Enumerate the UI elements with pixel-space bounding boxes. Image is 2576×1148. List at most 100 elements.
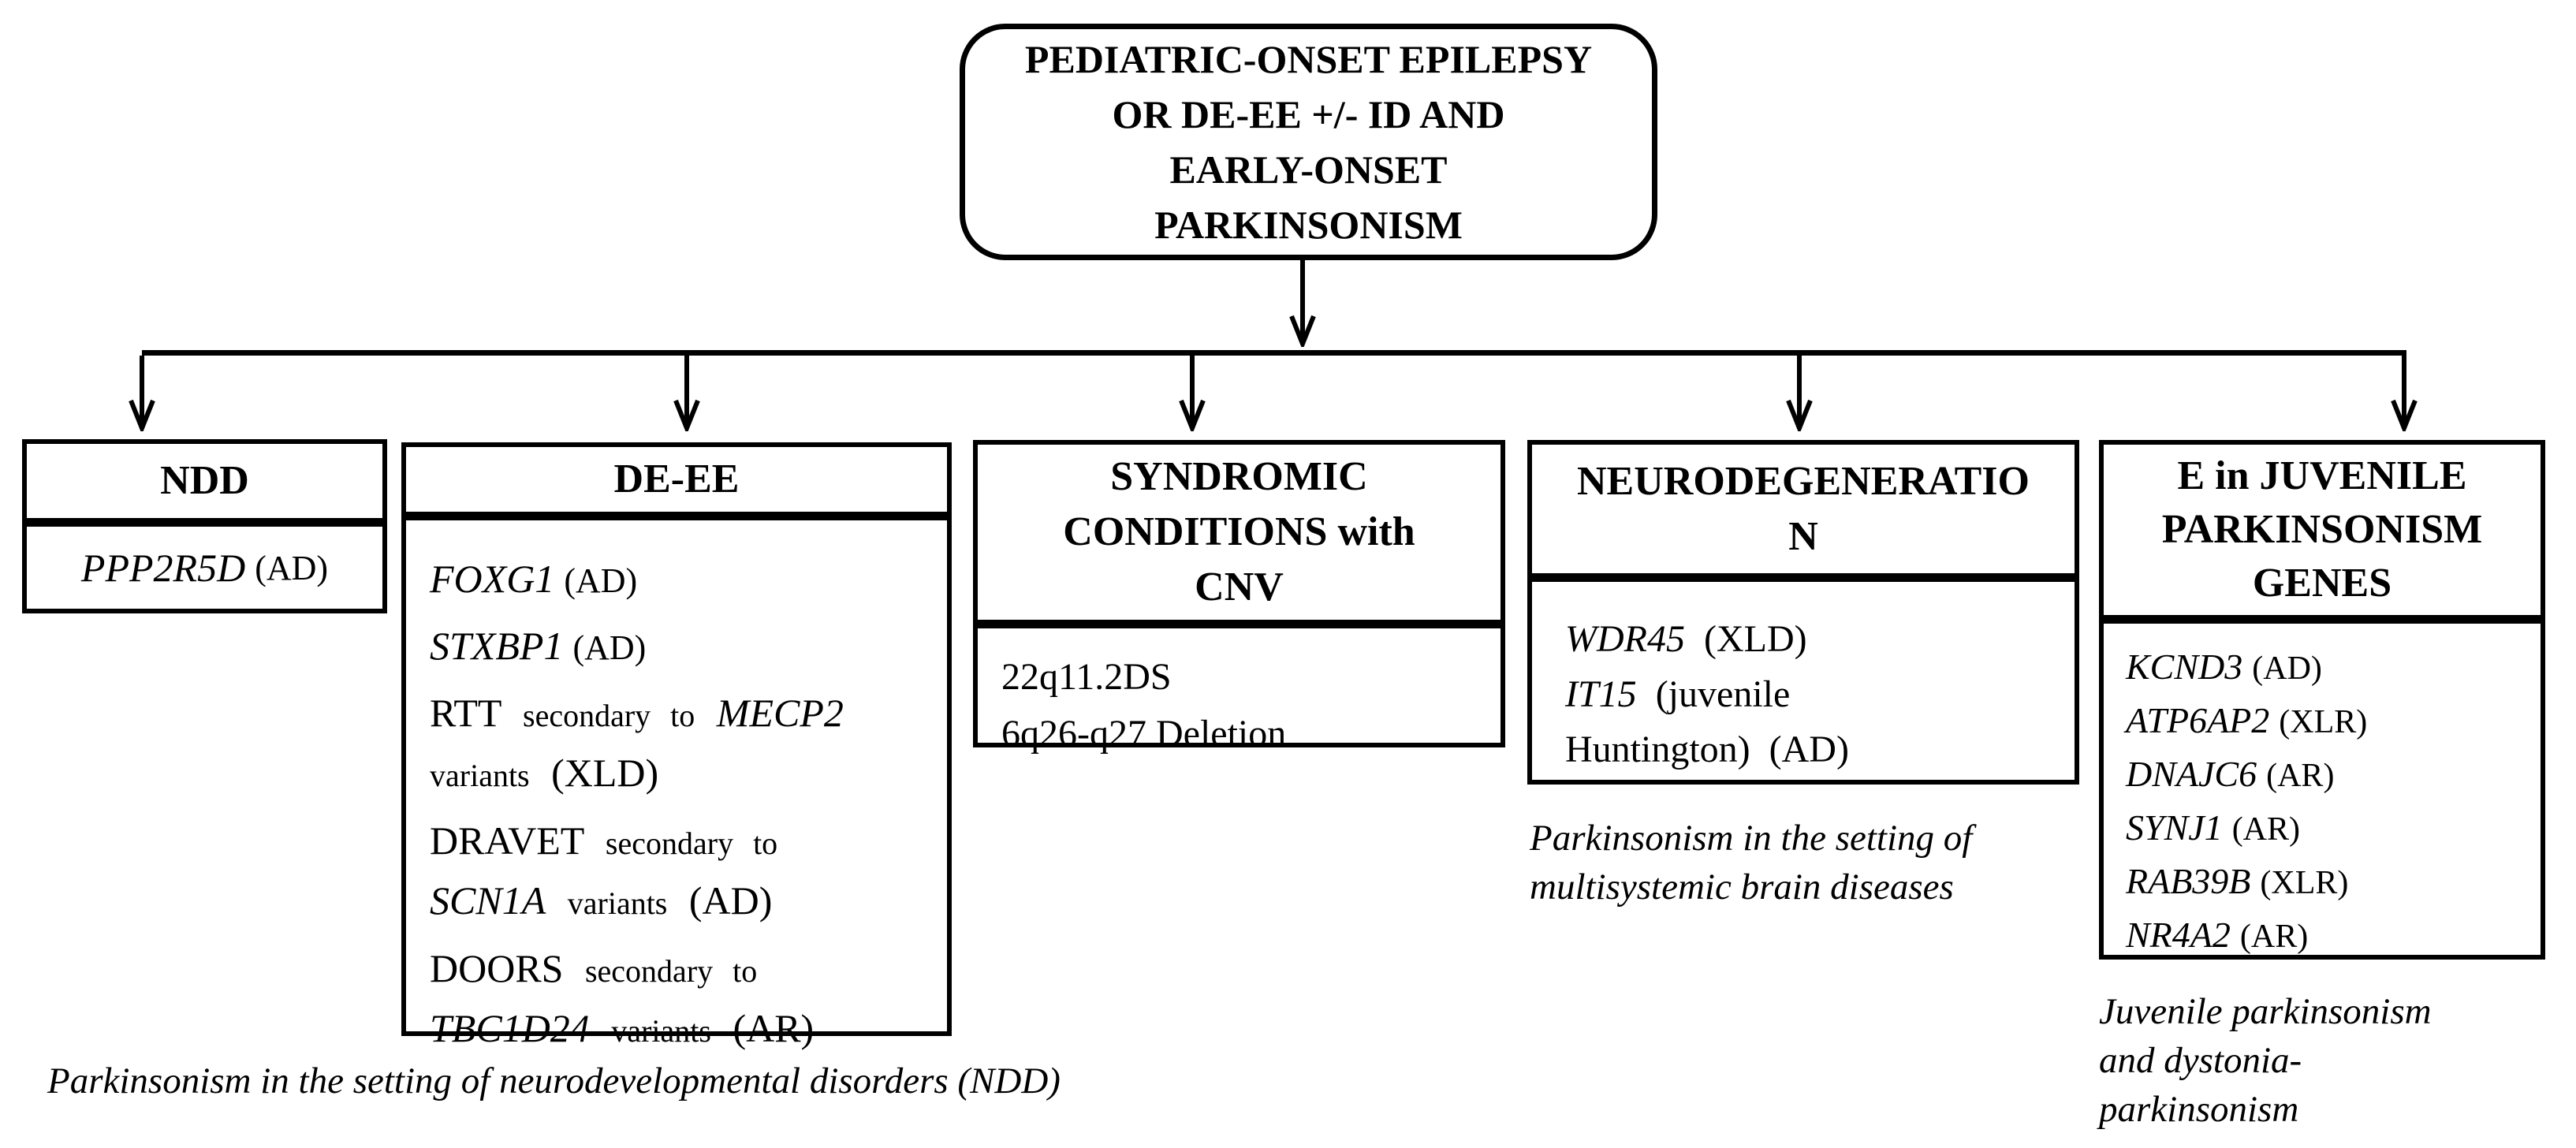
- gene-name: KCND3: [2126, 647, 2243, 687]
- gene-name: TBC1D24: [430, 1006, 590, 1050]
- inheritance-mode: (XLD): [551, 751, 659, 795]
- entry-text: variants: [567, 885, 668, 921]
- caption-line: multisystemic brain diseases: [1530, 867, 1954, 908]
- syndrome-entry: RTT secondary to MECP2 variants (XLD): [430, 684, 939, 804]
- node-juvenile-parkinsonism: E in JUVENILE PARKINSONISM GENES KCND3(A…: [2099, 440, 2545, 960]
- arrow-head-icon: [1786, 399, 1813, 431]
- node-syndromic-cnv: SYNDROMIC CONDITIONS with CNV 22q11.2DS …: [973, 440, 1505, 755]
- node-header-line: CNV: [1195, 565, 1284, 609]
- node-header-label: NDD: [160, 458, 249, 503]
- inheritance-mode: (AR): [733, 1006, 815, 1050]
- entry-text: secondary to: [523, 698, 695, 733]
- inheritance-mode: (AD): [572, 628, 647, 667]
- branch-arrow-stem: [1190, 356, 1195, 429]
- caption-juvenile-parkinsonism: Juvenile parkinsonism and dystonia- park…: [2099, 987, 2576, 1134]
- inheritance-mode: (AD): [564, 561, 638, 600]
- syndrome-name: DOORS: [430, 946, 564, 990]
- caption-line: Juvenile parkinsonism: [2099, 991, 2432, 1032]
- connector-stem: [1300, 260, 1305, 343]
- node-neurodegeneration: NEURODEGENERATIO N WDR45 (XLD) IT15 (juv…: [1527, 440, 2079, 785]
- root-title-line: OR DE-EE +/- ID AND: [1112, 92, 1505, 136]
- gene-name: IT15: [1565, 673, 1637, 715]
- inheritance-mode: (AD): [688, 878, 773, 922]
- inheritance-mode: (AR): [2231, 811, 2301, 848]
- arrow-head-icon: [129, 399, 155, 431]
- gene-name: DNAJC6: [2126, 754, 2257, 794]
- gene-entry: IT15 (juvenile Huntington) (AD): [1565, 667, 2067, 777]
- node-header-line: GENES: [2252, 561, 2392, 606]
- node-ndd-header: NDD: [27, 444, 382, 527]
- node-syndromic-body: 22q11.2DS 6q26-q27 Deletion: [978, 628, 1500, 762]
- node-deee-body: FOXG1(AD) STXBP1(AD) RTT secondary to ME…: [406, 520, 947, 1068]
- gene-entry: ATP6AP2(XLR): [2126, 695, 2533, 748]
- connector-horizontal-line: [142, 350, 2406, 356]
- entry-text: secondary to: [605, 826, 778, 861]
- gene-name: STXBP1: [430, 624, 564, 668]
- arrow-head-icon: [1179, 399, 1206, 431]
- node-ndd: NDD PPP2R5D(AD): [22, 439, 387, 613]
- caption-line: and dystonia-: [2099, 1040, 2302, 1081]
- cnv-entry: 22q11.2DS: [1001, 656, 1172, 698]
- root-node-pediatric-epilepsy: PEDIATRIC-ONSET EPILEPSY OR DE-EE +/- ID…: [960, 24, 1657, 260]
- caption-ndd: Parkinsonism in the setting of neurodeve…: [47, 1060, 1061, 1101]
- gene-entry: NR4A2(AR): [2126, 909, 2533, 963]
- node-neuro-body: WDR45 (XLD) IT15 (juvenile Huntington) (…: [1532, 582, 2075, 780]
- caption-line: parkinsonism: [2099, 1089, 2299, 1130]
- root-title-line: EARLY-ONSET: [1169, 147, 1448, 192]
- node-header-line: N: [1788, 513, 1818, 559]
- node-header-line: CONDITIONS with: [1063, 509, 1415, 554]
- gene-entry: STXBP1(AD): [430, 617, 939, 676]
- arrow-head-icon: [673, 399, 700, 431]
- inheritance-mode: (XLR): [2279, 704, 2368, 740]
- gene-name: RAB39B: [2126, 861, 2251, 901]
- cnv-entry: 6q26-q27 Deletion: [1001, 713, 1287, 755]
- caption-line: Parkinsonism in the setting of: [1530, 818, 1973, 859]
- inheritance-mode: (XLD): [1703, 618, 1807, 660]
- branch-arrow-stem: [684, 356, 689, 429]
- node-juvenile-header: E in JUVENILE PARKINSONISM GENES: [2104, 445, 2541, 624]
- gene-name: NR4A2: [2126, 915, 2231, 955]
- branch-arrow-stem: [1797, 356, 1802, 429]
- entry-text: (juvenile: [1655, 673, 1791, 715]
- entry-text: secondary to: [584, 953, 758, 989]
- node-header-line: E in JUVENILE: [2177, 453, 2467, 498]
- gene-name: SCN1A: [430, 878, 546, 922]
- entry-text: variants: [611, 1013, 711, 1049]
- node-ndd-body: PPP2R5D(AD): [27, 527, 382, 609]
- gene-entry: WDR45 (XLD): [1565, 612, 2067, 667]
- root-title-line: PARKINSONISM: [1154, 203, 1463, 247]
- syndrome-entry: DOORS secondary to TBC1D24 variants (AR): [430, 940, 939, 1060]
- node-header-label: DE-EE: [613, 457, 740, 501]
- arrow-head-icon: [1289, 315, 1316, 347]
- gene-name: MECP2: [716, 691, 844, 735]
- gene-entry: RAB39B(XLR): [2126, 855, 2533, 909]
- gene-name: PPP2R5D: [80, 546, 246, 590]
- gene-name: ATP6AP2: [2126, 700, 2270, 740]
- node-syndromic-header: SYNDROMIC CONDITIONS with CNV: [978, 445, 1500, 628]
- syndrome-entry: DRAVET secondary to SCN1A variants (AD): [430, 812, 939, 932]
- node-header-line: SYNDROMIC: [1110, 454, 1368, 499]
- syndrome-name: DRAVET: [430, 818, 584, 863]
- gene-entry: KCND3(AD): [2126, 641, 2533, 695]
- node-deee: DE-EE FOXG1(AD) STXBP1(AD) RTT secondary…: [401, 442, 952, 1050]
- entry-text: variants: [430, 758, 530, 793]
- inheritance-mode: (AR): [2239, 919, 2309, 955]
- node-deee-header: DE-EE: [406, 447, 947, 520]
- gene-entry: DNAJC6(AR): [2126, 748, 2533, 802]
- branch-arrow-stem: [140, 356, 144, 429]
- arrow-head-icon: [2391, 399, 2418, 431]
- entry-text: Huntington) (AD): [1565, 729, 1849, 770]
- gene-name: WDR45: [1565, 618, 1685, 660]
- branch-arrow-stem: [2402, 356, 2406, 429]
- node-juvenile-body: KCND3(AD) ATP6AP2(XLR) DNAJC6(AR) SYNJ1(…: [2104, 624, 2541, 963]
- inheritance-mode: (AD): [255, 548, 329, 587]
- gene-name: FOXG1: [430, 557, 555, 601]
- gene-name: SYNJ1: [2126, 807, 2223, 848]
- root-title-line: PEDIATRIC-ONSET EPILEPSY: [1024, 37, 1593, 81]
- node-header-line: PARKINSONISM: [2161, 507, 2483, 552]
- inheritance-mode: (AD): [2252, 650, 2322, 687]
- inheritance-mode: (XLR): [2260, 865, 2349, 901]
- node-header-line: NEURODEGENERATIO: [1576, 458, 2030, 504]
- inheritance-mode: (AR): [2266, 758, 2335, 794]
